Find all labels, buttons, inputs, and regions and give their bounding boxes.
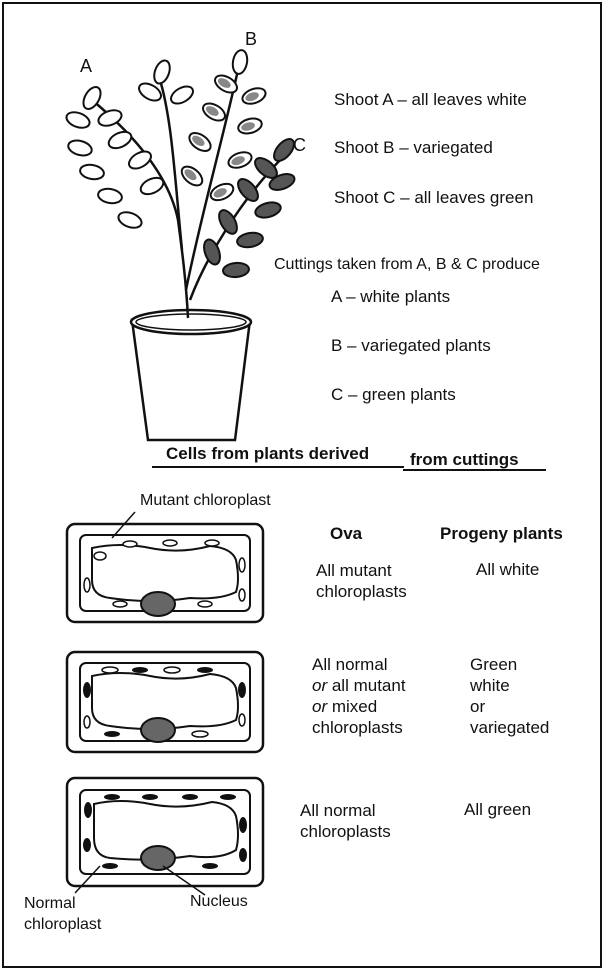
cutting-result-b: B – variegated plants — [331, 336, 491, 356]
row2-ova-line3: or mixed — [312, 696, 406, 717]
cuttings-heading: Cuttings taken from A, B & C produce — [274, 256, 540, 274]
progeny-column-header: Progeny plants — [440, 524, 563, 544]
shoot-a-label: A — [80, 56, 92, 77]
row2-ova-line1: All normal — [312, 654, 406, 675]
row2-ova-all-mutant: all mutant — [327, 676, 405, 695]
title-underline-2 — [403, 469, 546, 471]
cell-mutant — [67, 512, 263, 622]
row2-ova: All normal or all mutant or mixed chloro… — [312, 654, 406, 738]
title-underline-1 — [152, 466, 404, 468]
row2-or-2: or — [312, 697, 327, 716]
row3-ova: All normal chloroplasts — [300, 800, 391, 842]
row2-ova-line2: or all mutant — [312, 675, 406, 696]
shoot-b-description: Shoot B – variegated — [334, 138, 493, 158]
mutant-chloroplast-label: Mutant chloroplast — [140, 492, 271, 510]
row1-ova: All mutant chloroplasts — [316, 560, 407, 602]
shoot-c-description: Shoot C – all leaves green — [334, 188, 533, 208]
row2-ova-mixed: mixed — [327, 697, 377, 716]
row1-progeny: All white — [476, 560, 539, 580]
row3-progeny: All green — [464, 800, 531, 820]
cells-title-part2: from cuttings — [410, 450, 519, 470]
row2-ova-line4: chloroplasts — [312, 717, 406, 738]
shoot-a-description: Shoot A – all leaves white — [334, 90, 527, 110]
plant-pot — [131, 310, 251, 440]
shoot-c-label: C — [293, 135, 306, 156]
shoot-b-label: B — [245, 29, 257, 50]
row2-or-1: or — [312, 676, 327, 695]
cutting-result-a: A – white plants — [331, 287, 450, 307]
ova-column-header: Ova — [330, 524, 362, 544]
shoot-a-leaves — [64, 84, 166, 231]
cells-title-part1: Cells from plants derived — [166, 444, 369, 464]
cell-normal — [67, 778, 263, 895]
cell-mixed — [67, 652, 263, 752]
cutting-result-c: C – green plants — [331, 385, 456, 405]
normal-chloroplast-label: Normal chloroplast — [24, 893, 101, 935]
nucleus-label: Nucleus — [190, 893, 248, 911]
row2-progeny: Green white or variegated — [470, 654, 549, 738]
shoot-b-leaves — [178, 49, 267, 203]
